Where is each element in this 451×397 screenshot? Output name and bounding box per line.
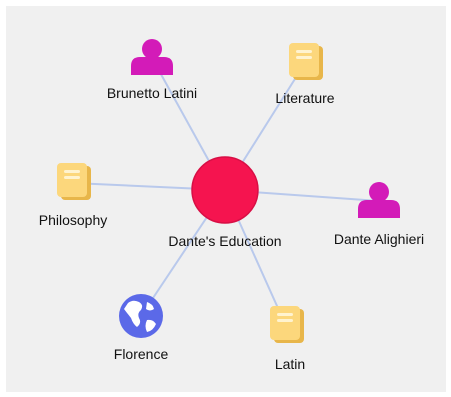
node-label-florence: Florence	[114, 346, 169, 362]
globe-icon	[119, 294, 163, 338]
knowledge-graph: Dante's Education Brunetto Latini Litera…	[39, 39, 424, 372]
node-literature[interactable]: Literature	[275, 43, 335, 106]
book-icon	[289, 43, 323, 80]
node-philosophy[interactable]: Philosophy	[39, 163, 108, 228]
node-brunetto-latini[interactable]: Brunetto Latini	[107, 39, 197, 101]
node-latin[interactable]: Latin	[270, 306, 305, 372]
node-dante-alighieri[interactable]: Dante Alighieri	[334, 182, 424, 247]
node-label-latin: Latin	[275, 356, 305, 372]
book-icon	[57, 163, 91, 200]
node-label-brunetto: Brunetto Latini	[107, 85, 197, 101]
center-node[interactable]: Dante's Education	[168, 156, 282, 249]
person-icon	[131, 39, 173, 75]
node-label-dante: Dante Alighieri	[334, 231, 424, 247]
book-icon	[270, 306, 304, 343]
node-label-literature: Literature	[275, 90, 334, 106]
node-label-philosophy: Philosophy	[39, 212, 108, 228]
node-florence[interactable]: Florence	[114, 294, 169, 362]
center-node-label: Dante's Education	[168, 233, 281, 249]
graph-canvas: Dante's Education Brunetto Latini Litera…	[6, 6, 446, 392]
